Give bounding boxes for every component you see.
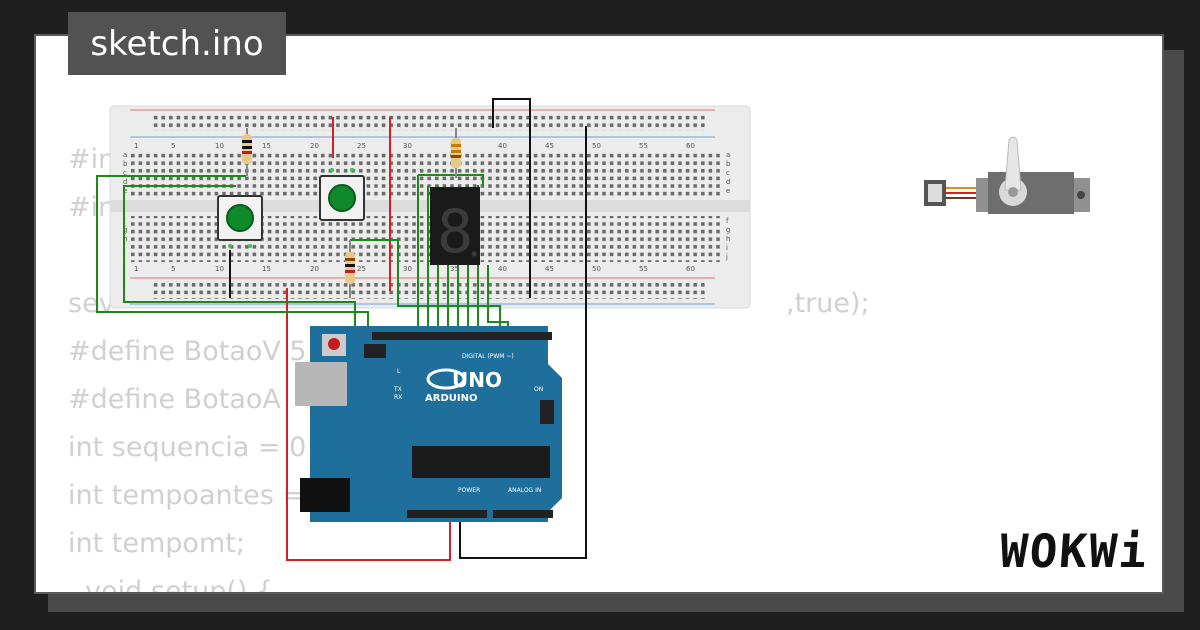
- arduino-uno-board: UNO ARDUINO DIGITAL (PWM ~) POWER ANALOG…: [295, 326, 562, 522]
- wire-red: [286, 288, 451, 561]
- digital-header: [372, 332, 552, 340]
- code-line: void setup() {: [68, 576, 274, 594]
- col-number: 5: [171, 142, 175, 150]
- row-letter: j: [725, 253, 728, 261]
- row-letter: d: [123, 178, 127, 186]
- row-letter: f: [726, 217, 729, 225]
- power-header: [407, 510, 487, 518]
- col-number: 55: [639, 142, 648, 150]
- digital-label: DIGITAL (PWM ~): [462, 353, 514, 360]
- usb-port: [295, 362, 347, 406]
- col-number: 15: [262, 265, 271, 273]
- code-line: sev: [68, 288, 115, 319]
- tx-label: TX: [393, 386, 402, 393]
- row-letter: a: [123, 151, 127, 159]
- row-letter: e: [726, 187, 730, 195]
- row-letter: b: [123, 160, 128, 168]
- row-letter: h: [123, 235, 127, 243]
- code-line: #define BotaoA: [68, 384, 281, 415]
- servo-motor: [924, 136, 1090, 214]
- col-number: 55: [639, 265, 648, 273]
- col-number: 60: [686, 142, 695, 150]
- col-number: 50: [592, 142, 601, 150]
- col-number: 30: [403, 142, 412, 150]
- row-letter: g: [123, 226, 127, 234]
- code-line: #in: [68, 144, 116, 175]
- microcontroller-chip: [412, 446, 550, 478]
- wire-black: [459, 126, 587, 559]
- col-number: 25: [357, 142, 366, 150]
- seven-segment-display: 8: [430, 187, 480, 267]
- col-number: 45: [545, 142, 554, 150]
- push-button[interactable]: [217, 195, 263, 248]
- col-number: 40: [498, 142, 507, 150]
- wire-green: [418, 174, 484, 185]
- col-number: 60: [686, 265, 695, 273]
- col-number: 30: [403, 265, 412, 273]
- col-number: 35: [450, 265, 459, 273]
- row-letter: a: [726, 151, 730, 159]
- wire-black: [492, 98, 531, 298]
- col-number: 25: [357, 265, 366, 273]
- display-digit: 8: [437, 197, 473, 267]
- analog-header: [493, 510, 553, 518]
- code-line: int tempoantes =: [68, 480, 306, 511]
- row-letter: h: [726, 235, 730, 243]
- analog-label: ANALOG IN: [508, 487, 541, 494]
- code-line: #in: [68, 192, 116, 223]
- power-rail-top: [150, 115, 705, 131]
- col-number: 20: [310, 265, 319, 273]
- power-label: POWER: [458, 487, 480, 494]
- board-brand: ARDUINO: [425, 393, 477, 404]
- wokwi-logo: WOKWi: [997, 524, 1150, 578]
- resistor: [451, 128, 461, 178]
- col-number: 1: [134, 265, 138, 273]
- power-jack: [300, 478, 350, 512]
- col-number: 5: [171, 265, 175, 273]
- push-button[interactable]: [319, 168, 365, 221]
- code-line: #define BotaoV 5: [68, 336, 307, 367]
- l-label: L: [397, 368, 401, 375]
- file-name-tab[interactable]: sketch.ino: [68, 12, 286, 75]
- col-number: 40: [498, 265, 507, 273]
- col-number: 20: [310, 142, 319, 150]
- col-number: 50: [592, 265, 601, 273]
- code-line: int sequencia = 0: [68, 432, 307, 463]
- code-line: int tempomt;: [68, 528, 245, 559]
- row-letter: c: [123, 169, 127, 177]
- terminal-strip-top: [130, 150, 720, 196]
- arduino-logo-icon: [426, 368, 466, 390]
- wire-green: [350, 239, 501, 330]
- on-label: ON: [534, 386, 543, 393]
- row-letter: e: [123, 187, 127, 195]
- col-number: 10: [215, 142, 224, 150]
- col-number: 10: [215, 265, 224, 273]
- reset-button[interactable]: [328, 338, 340, 350]
- code-line-tail: ,true);: [786, 288, 870, 319]
- row-letter: d: [726, 178, 730, 186]
- resistor: [345, 240, 355, 298]
- col-number: 45: [545, 265, 554, 273]
- row-letter: b: [726, 160, 731, 168]
- row-letter: c: [726, 169, 730, 177]
- row-letter: i: [726, 244, 728, 252]
- col-number: 1: [134, 142, 138, 150]
- wire-green: [96, 175, 369, 330]
- resistor: [242, 128, 252, 176]
- col-number: 15: [262, 142, 271, 150]
- rx-label: RX: [394, 394, 402, 401]
- row-letter: g: [726, 226, 730, 234]
- wire-green: [123, 185, 356, 330]
